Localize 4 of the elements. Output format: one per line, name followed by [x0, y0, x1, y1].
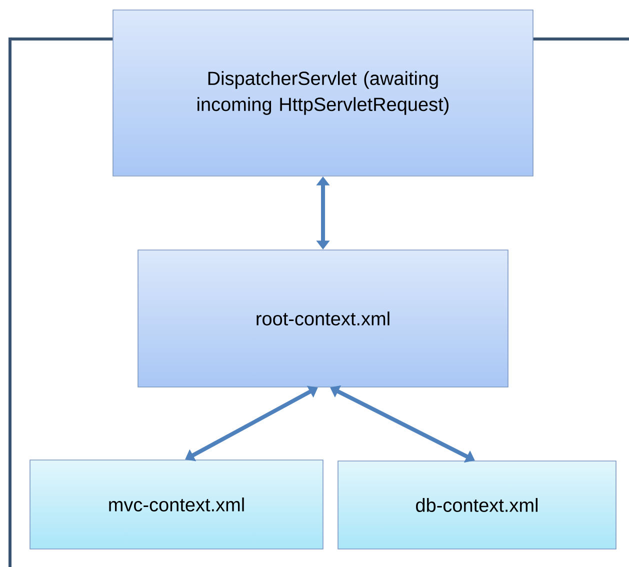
box: db-context.xml — [338, 460, 616, 550]
box: root-context.xml — [138, 250, 508, 388]
box: DispatcherServlet (awaiting incoming HttpServletRequest) — [112, 10, 534, 176]
box: mvc-context.xml — [30, 460, 324, 550]
